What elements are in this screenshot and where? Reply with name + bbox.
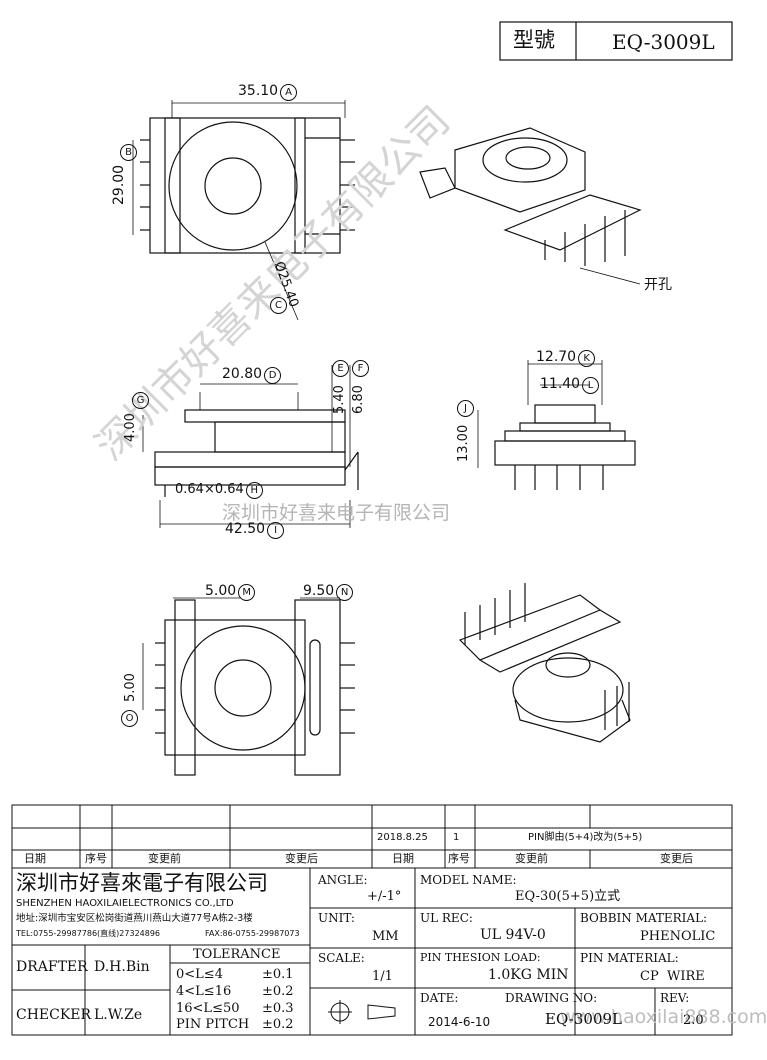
isometric-view-top (419, 127, 642, 285)
rev-header-4: 日期 (392, 852, 414, 865)
isometric-view-bottom (458, 583, 631, 743)
drawing-label: DRAWING NO: (505, 991, 598, 1005)
checker-name: L.W.Ze (94, 1007, 143, 1023)
dim-g: 4.00 (123, 413, 138, 442)
drafter-name: D.H.Bin (94, 959, 150, 975)
rev-header-1: 序号 (85, 852, 107, 865)
date-label: DATE: (420, 991, 459, 1005)
company-name-cn: 深圳市好喜來電子有限公司 (16, 871, 268, 895)
tol-range-2: 16<L≤50 (176, 1001, 240, 1016)
model-value: EQ-3009L (612, 30, 715, 54)
tol-val-3: ±0.2 (262, 1017, 294, 1032)
model-name-value: EQ-30(5+5)立式 (515, 889, 621, 904)
side-view (477, 360, 636, 490)
model-title-box (499, 21, 733, 61)
scale-value: 1/1 (372, 969, 393, 984)
rev-label: REV: (660, 991, 690, 1005)
company-fax: FAX:86-0755-29987073 (205, 929, 300, 938)
dim-f: 6.80 (351, 385, 366, 414)
model-name-label: MODEL NAME: (420, 873, 517, 887)
pin-mat-value: CP WIRE (640, 969, 705, 984)
dim-o-letter: O (119, 708, 138, 727)
dim-b-letter: B (118, 142, 137, 161)
rev-date: 2018.8.25 (377, 832, 428, 843)
unit-value: MM (372, 929, 399, 944)
unit-label: UNIT: (318, 911, 355, 925)
tol-range-0: 0<L≤4 (176, 967, 223, 982)
dim-j-letter: J (455, 398, 474, 417)
tol-range-3: PIN PITCH (176, 1017, 250, 1032)
ul-rec-value: UL 94V-0 (480, 927, 546, 943)
dim-o: 5.00 (123, 673, 138, 702)
rev-seq: 1 (453, 832, 460, 843)
dim-c-letter: C (268, 295, 287, 314)
rev-header-5: 序号 (448, 852, 470, 865)
angle-label: ANGLE: (318, 873, 368, 887)
date-value: 2014-6-10 (428, 1015, 491, 1029)
bobbin-value: PHENOLIC (640, 929, 716, 944)
dim-j: 13.00 (456, 424, 471, 462)
engineering-drawing (11, 21, 733, 1036)
tol-val-1: ±0.2 (262, 984, 294, 999)
rev-change: PIN脚由(5+4)改为(5+5) (528, 832, 643, 843)
rev-header-0: 日期 (24, 852, 46, 865)
title-block-frame (11, 804, 733, 1036)
dim-e-letter: E (330, 358, 349, 377)
pin-mat-label: PIN MATERIAL: (580, 951, 679, 965)
company-tel: TEL:0755-29987786(直线)27324896 (16, 929, 161, 938)
tol-val-0: ±0.1 (262, 967, 294, 982)
bottom-view (142, 597, 355, 776)
rev-header-3: 变更后 (285, 852, 318, 865)
dim-g-letter: G (130, 390, 149, 409)
dim-e: 5.40 (332, 385, 347, 414)
front-view (142, 365, 359, 528)
rev-header-7: 变更后 (660, 852, 693, 865)
tol-val-2: ±0.3 (262, 1001, 294, 1016)
drawing-value: EQ-3009L (545, 1010, 622, 1028)
scale-label: SCALE: (318, 951, 365, 965)
ul-rec-label: UL REC: (420, 911, 473, 925)
drafter-label: DRAFTER (16, 959, 88, 975)
model-label: 型號 (513, 28, 555, 52)
tol-range-1: 4<L≤16 (176, 984, 232, 999)
callout-kaikong: 开孔 (644, 277, 672, 293)
angle-value: +/-1° (367, 889, 402, 904)
tolerance-title: TOLERANCE (193, 947, 281, 962)
dim-f-letter: F (350, 358, 369, 377)
checker-label: CHECKER (16, 1007, 92, 1023)
pin-load-label: PIN THESION LOAD: (420, 951, 541, 964)
dim-b: 29.00 (111, 164, 127, 205)
rev-value: 2.0 (683, 1013, 704, 1028)
pin-load-value: 1.0KG MIN (488, 967, 569, 983)
top-view (132, 100, 355, 321)
watermark-url: www.haoxilai888.com (560, 1006, 767, 1028)
rev-header-2: 变更前 (148, 852, 181, 865)
company-name-en: SHENZHEN HAOXILAIELECTRONICS CO.,LTD (16, 898, 234, 909)
rev-header-6: 变更前 (515, 852, 548, 865)
watermark-center: 深圳市好喜来电子有限公司 (222, 502, 451, 524)
company-address: 地址:深圳市宝安区松岗街道燕川燕山大道77号A栋2-3楼 (16, 913, 253, 924)
bobbin-label: BOBBIN MATERIAL: (580, 911, 708, 925)
